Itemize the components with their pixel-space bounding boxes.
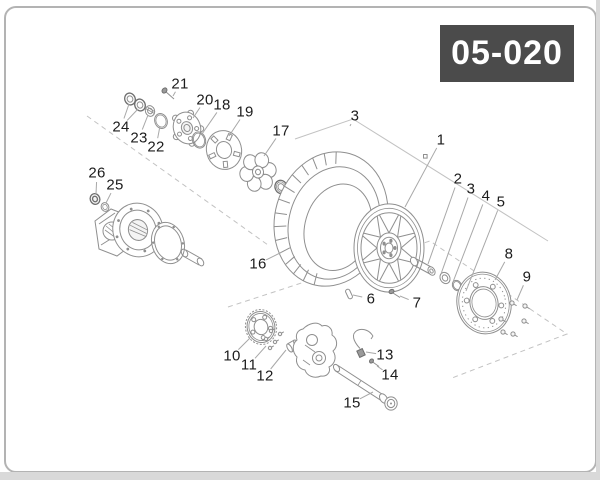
marker-dot xyxy=(423,154,428,159)
leader-line-24 xyxy=(126,108,139,121)
leader-line-21 xyxy=(172,91,176,97)
bushing-23 xyxy=(144,105,156,117)
leader-line-9 xyxy=(516,285,524,301)
leader-line-5 xyxy=(465,210,499,292)
spokes xyxy=(363,215,416,281)
caliper-bracket xyxy=(292,322,338,378)
nut-26 xyxy=(89,193,101,205)
background-strip-right xyxy=(596,0,600,480)
sprocket-bolts-11 xyxy=(263,328,285,351)
leader-line-16 xyxy=(265,251,283,261)
leader-line-3 xyxy=(440,197,469,275)
leader-line-6 xyxy=(352,294,363,298)
leader-line-26 xyxy=(95,181,98,195)
tread-grooves xyxy=(274,151,337,286)
seal-ring-24b xyxy=(134,98,146,112)
leader-line-19 xyxy=(228,119,241,137)
group-boundary-lines xyxy=(86,115,569,379)
leader-line-20 xyxy=(192,107,201,119)
o-ring-22 xyxy=(154,113,168,129)
spoked-rim xyxy=(354,204,424,292)
leader-line-18 xyxy=(201,112,218,135)
hub-flange-20 xyxy=(172,109,205,147)
washer-25 xyxy=(100,202,110,212)
leader-lines xyxy=(95,91,524,400)
leader-line-2 xyxy=(427,187,456,265)
leader-line-12 xyxy=(270,349,287,370)
leader-line-1 xyxy=(404,147,438,208)
screw-21 xyxy=(161,87,175,100)
o-ring-18 xyxy=(191,131,207,149)
disc-bolts-9 xyxy=(498,300,530,338)
seal-ring-24a xyxy=(124,92,136,106)
leader-line-3 xyxy=(349,123,352,127)
cush-housing-19 xyxy=(205,130,243,170)
leader-line-22 xyxy=(157,125,161,139)
leader-line-15 xyxy=(359,391,374,400)
pin-6 xyxy=(345,288,353,300)
leader-line-10 xyxy=(238,337,251,350)
leader-line-7 xyxy=(399,295,409,301)
leader-line-13 xyxy=(365,351,377,355)
sprocket-10 xyxy=(244,309,278,345)
leader-line-8 xyxy=(494,261,506,281)
leader-line-11 xyxy=(254,345,267,359)
leader-line-25 xyxy=(105,192,112,204)
leader-line-24 xyxy=(123,103,130,119)
screw-7 xyxy=(388,288,401,298)
leader-line-17 xyxy=(263,138,277,157)
bearing-3 xyxy=(439,271,451,285)
leader-line-23 xyxy=(141,114,149,130)
background-strip-bottom xyxy=(0,472,600,480)
brake-disc-8 xyxy=(456,271,512,335)
axle-spacer-2 xyxy=(409,256,436,276)
leader-line-14 xyxy=(376,365,383,371)
cover-ring xyxy=(150,221,186,265)
screw-14 xyxy=(369,358,380,367)
leader-line-4 xyxy=(452,204,484,283)
stub-spacer xyxy=(180,248,205,267)
page-code-badge: 05-020 xyxy=(440,25,574,82)
final-drive-housing xyxy=(94,202,205,267)
cush-damper-17 xyxy=(239,152,277,192)
axle-shaft-15 xyxy=(332,363,398,411)
speed-sensor-13 xyxy=(352,328,374,359)
